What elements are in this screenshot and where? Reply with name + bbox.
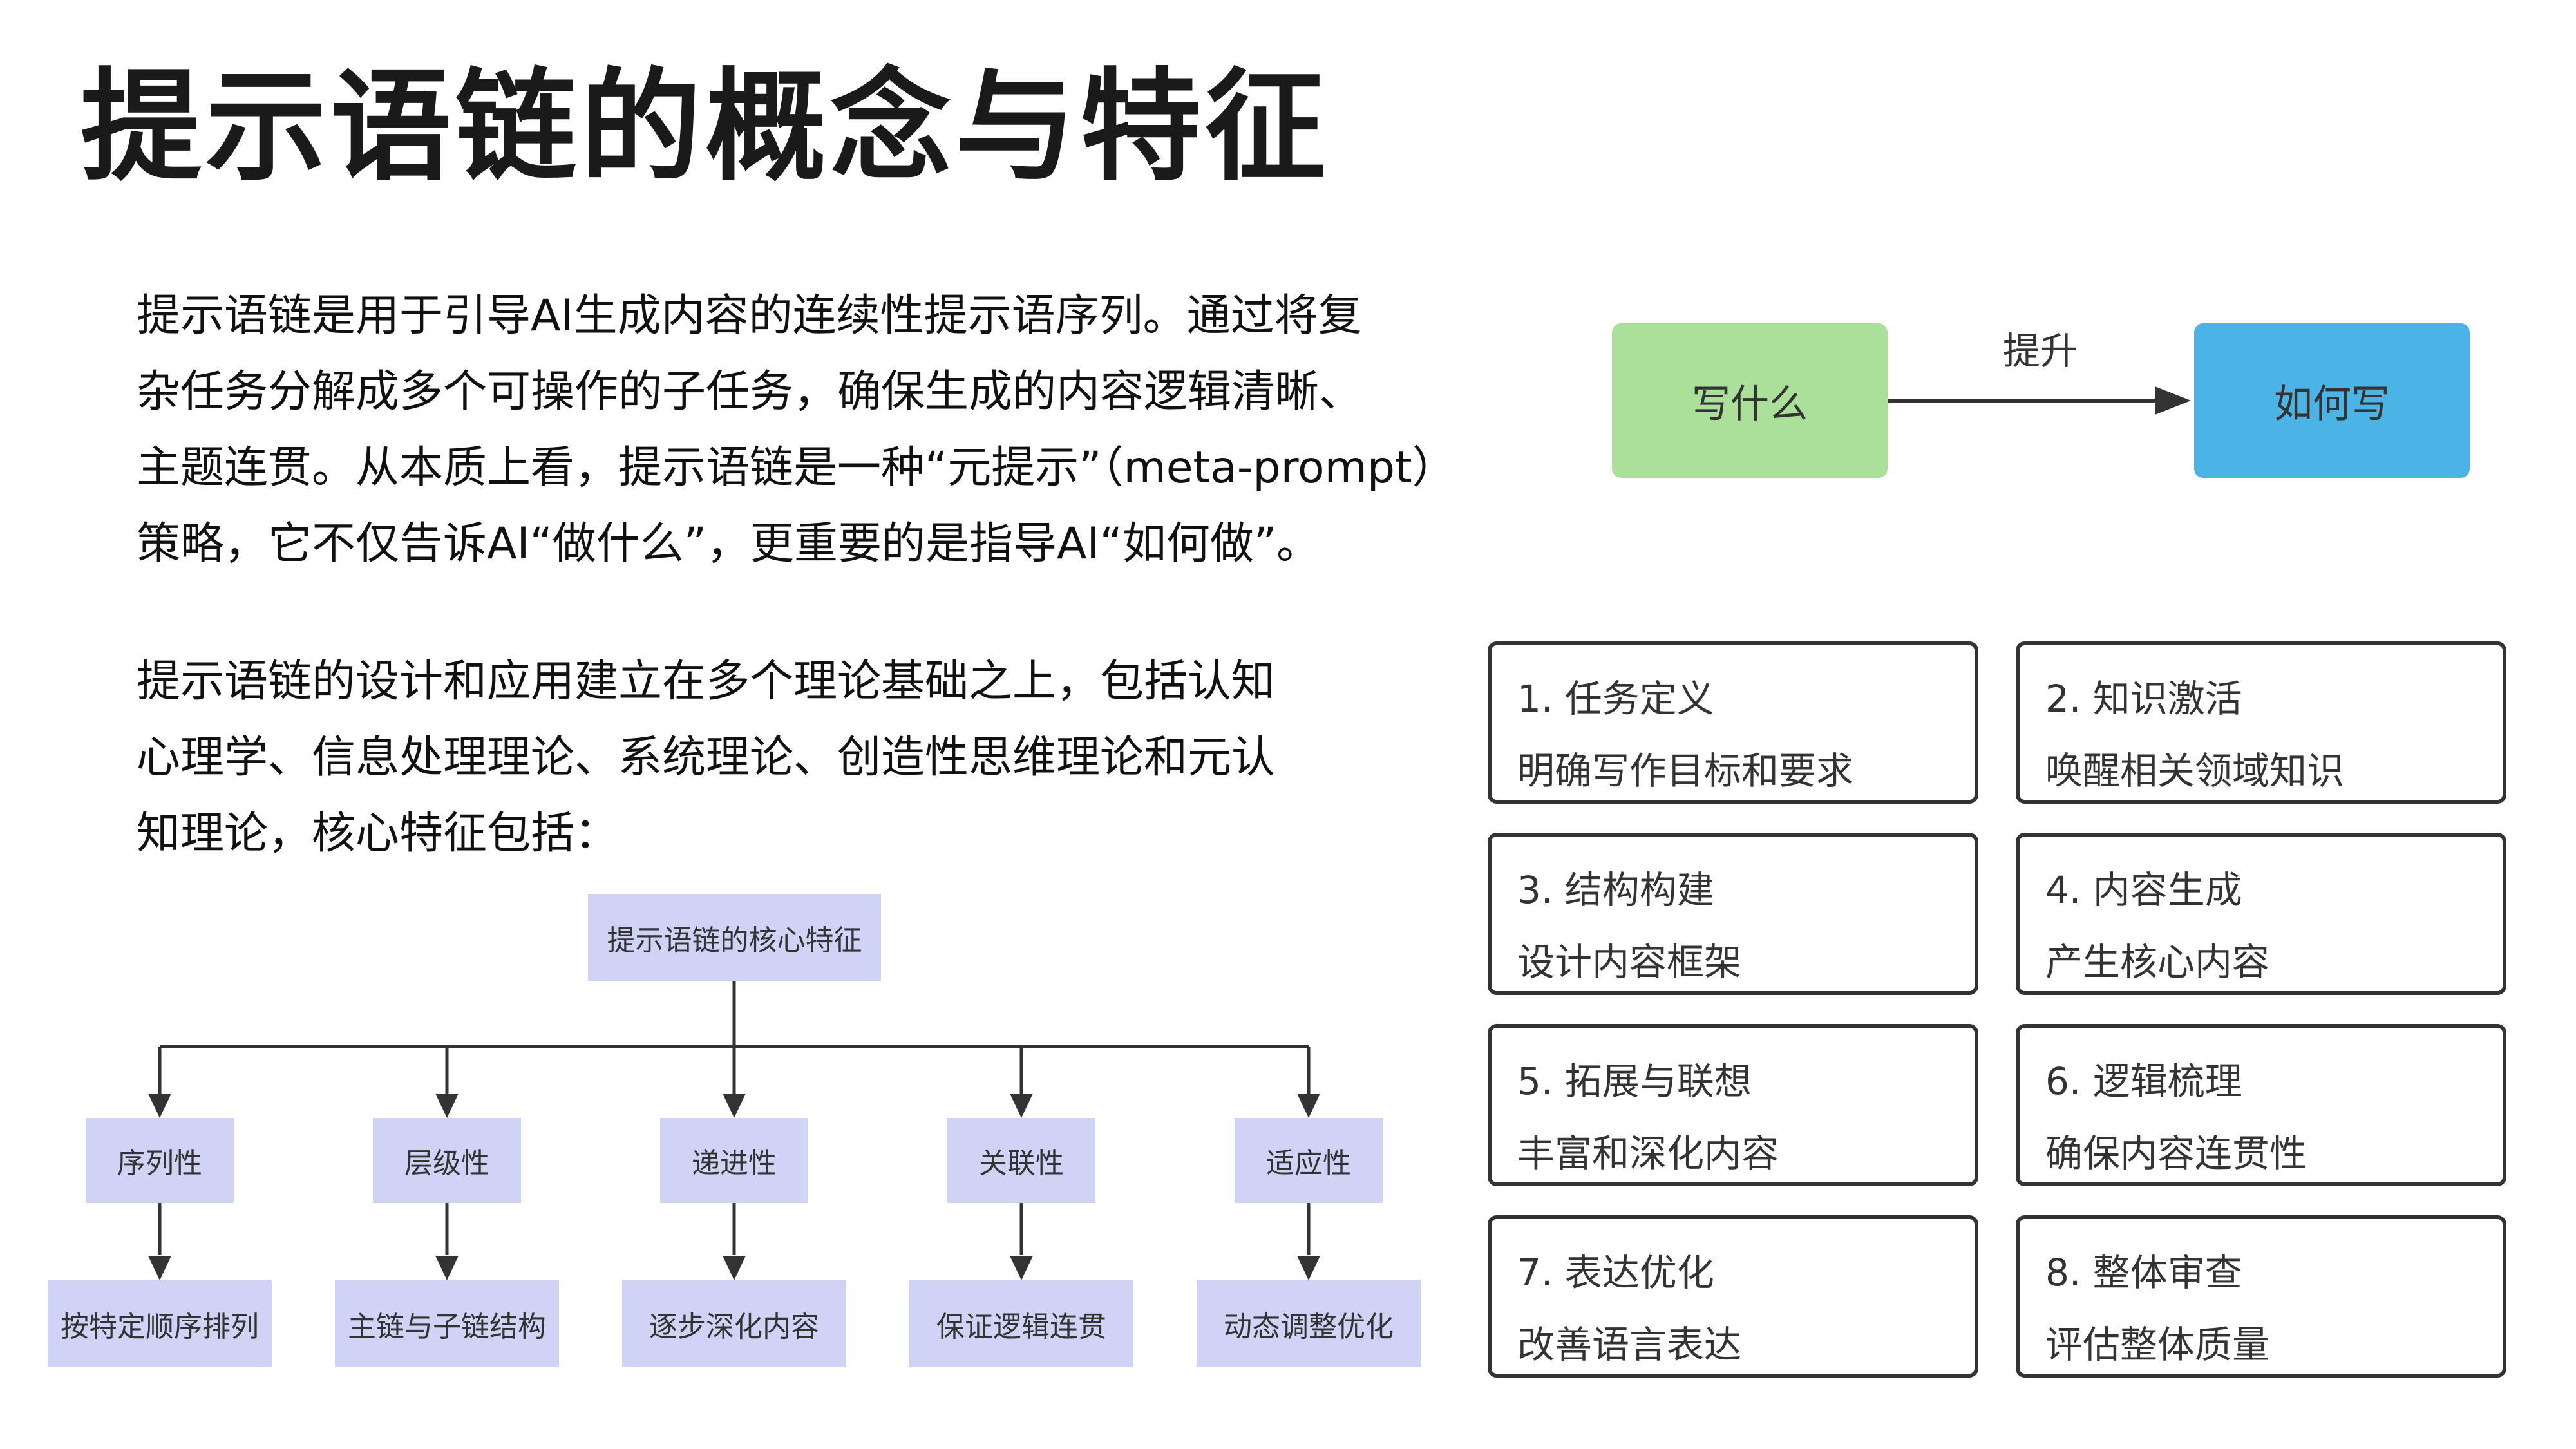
detail-node-adaptability: 动态调整优化	[1197, 1280, 1421, 1367]
step-card-7: 7. 表达优化 改善语言表达	[1488, 1215, 1978, 1378]
step-card-3: 3. 结构构建 设计内容框架	[1488, 833, 1978, 995]
flow-box-from: 写什么	[1612, 323, 1888, 478]
feature-node-relevance: 关联性	[947, 1118, 1095, 1203]
step-desc: 明确写作目标和要求	[1517, 749, 1854, 793]
step-desc: 改善语言表达	[1517, 1323, 1742, 1367]
tree-root-node: 提示语链的核心特征	[588, 894, 881, 981]
step-desc: 产生核心内容	[2045, 940, 2270, 984]
feature-node-progression: 递进性	[660, 1118, 808, 1203]
detail-node-sequence: 按特定顺序排列	[48, 1280, 272, 1367]
step-title: 1. 任务定义	[1517, 677, 1714, 721]
step-title: 3. 结构构建	[1517, 868, 1714, 912]
step-title: 8. 整体审查	[2045, 1251, 2242, 1294]
theory-line: 心理学、信息处理理论、系统理论、创造性思维理论和元认	[137, 732, 1276, 783]
step-card-8: 8. 整体审查 评估整体质量	[2016, 1215, 2506, 1378]
step-title: 5. 拓展与联想	[1517, 1059, 1752, 1103]
step-title: 6. 逻辑梳理	[2045, 1059, 2242, 1103]
step-card-2: 2. 知识激活 唤醒相关领域知识	[2016, 641, 2506, 804]
intro-line: 杂任务分解成多个可操作的子任务，确保生成的内容逻辑清晰、	[137, 366, 1363, 417]
intro-line: 策略，它不仅告诉AI“做什么”，更重要的是指导AI“如何做”。	[137, 518, 1321, 569]
step-card-1: 1. 任务定义 明确写作目标和要求	[1488, 641, 1978, 804]
detail-node-hierarchy: 主链与子链结构	[335, 1280, 559, 1367]
feature-node-adaptability: 适应性	[1235, 1118, 1383, 1203]
step-card-6: 6. 逻辑梳理 确保内容连贯性	[2016, 1024, 2506, 1186]
step-desc: 确保内容连贯性	[2045, 1132, 2307, 1175]
intro-paragraph: 提示语链是用于引导AI生成内容的连续性提示语序列。通过将复 杂任务分解成多个可操…	[137, 278, 1456, 582]
theory-line: 提示语链的设计和应用建立在多个理论基础之上，包括认知	[137, 656, 1276, 707]
step-title: 4. 内容生成	[2045, 868, 2242, 912]
page-title: 提示语链的概念与特征	[80, 57, 1330, 198]
step-desc: 评估整体质量	[2045, 1323, 2270, 1367]
step-card-4: 4. 内容生成 产生核心内容	[2016, 833, 2506, 995]
intro-line: 主题连贯。从本质上看，提示语链是一种“元提示”（meta-prompt）	[137, 442, 1456, 493]
step-title: 7. 表达优化	[1517, 1251, 1714, 1294]
step-desc: 唤醒相关领域知识	[2045, 749, 2345, 793]
feature-node-hierarchy: 层级性	[373, 1118, 521, 1203]
flow-arrow-label: 提升	[2003, 329, 2078, 373]
step-title: 2. 知识激活	[2045, 677, 2242, 721]
step-desc: 丰富和深化内容	[1517, 1132, 1779, 1175]
flow-box-to: 如何写	[2194, 323, 2470, 478]
detail-node-relevance: 保证逻辑连贯	[909, 1280, 1133, 1367]
feature-node-sequence: 序列性	[86, 1118, 234, 1203]
intro-line: 提示语链是用于引导AI生成内容的连续性提示语序列。通过将复	[137, 290, 1362, 341]
detail-node-progression: 逐步深化内容	[622, 1280, 846, 1367]
step-card-5: 5. 拓展与联想 丰富和深化内容	[1488, 1024, 1978, 1186]
theory-line: 知理论，核心特征包括：	[137, 808, 619, 859]
step-desc: 设计内容框架	[1517, 940, 1742, 984]
theory-paragraph: 提示语链的设计和应用建立在多个理论基础之上，包括认知 心理学、信息处理理论、系统…	[137, 644, 1275, 872]
